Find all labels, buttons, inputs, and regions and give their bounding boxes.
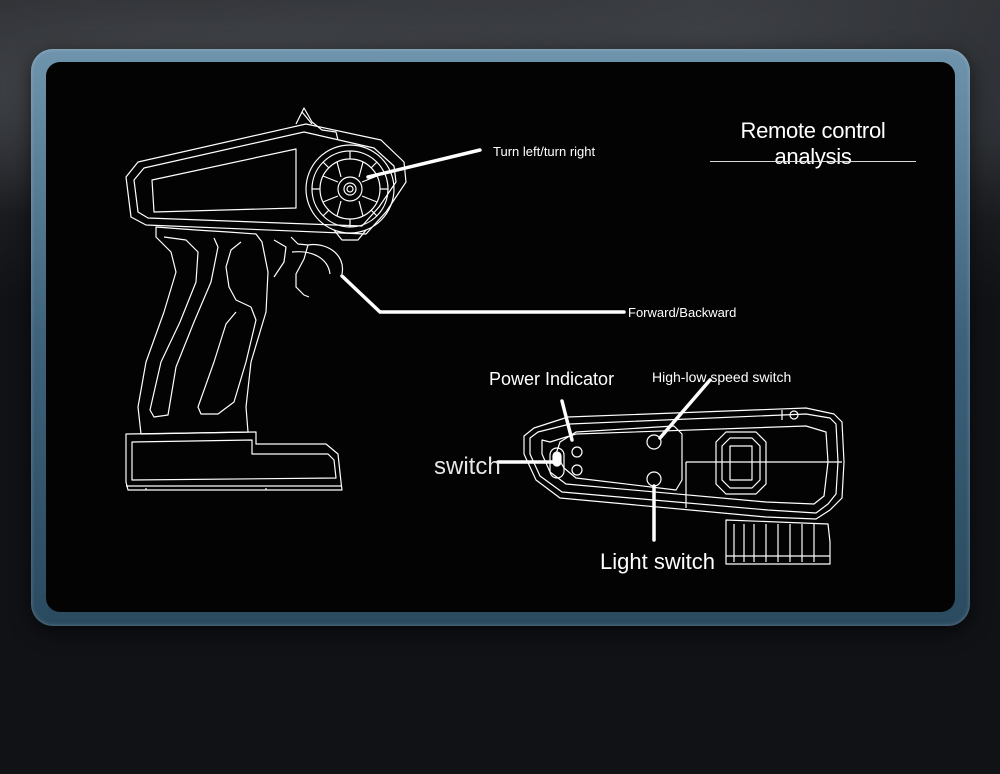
callout-power — [560, 399, 574, 442]
base — [125, 431, 343, 491]
diagram-panel: Remote control analysis Turn left/turn r… — [46, 62, 955, 612]
diagram-title: Remote control analysis — [740, 118, 886, 169]
grip — [137, 226, 287, 435]
label-light-switch: Light switch — [600, 549, 715, 574]
remote-control-drawing — [125, 107, 845, 565]
steering-wheel — [305, 144, 395, 241]
transmitter-head — [125, 107, 407, 235]
remote-top-view — [523, 407, 845, 565]
callout-forward — [340, 274, 626, 314]
title-underline — [710, 161, 916, 162]
label-turn: Turn left/turn right — [493, 144, 596, 159]
label-switch: switch — [434, 453, 501, 480]
throttle-trigger — [290, 236, 344, 298]
label-speed-switch: High-low speed switch — [652, 369, 792, 385]
callout-lines — [340, 148, 712, 542]
callout-turn — [366, 148, 482, 179]
callout-speed — [658, 378, 712, 440]
label-power-indicator: Power Indicator — [489, 369, 615, 389]
label-forward-backward: Forward/Backward — [628, 305, 737, 320]
